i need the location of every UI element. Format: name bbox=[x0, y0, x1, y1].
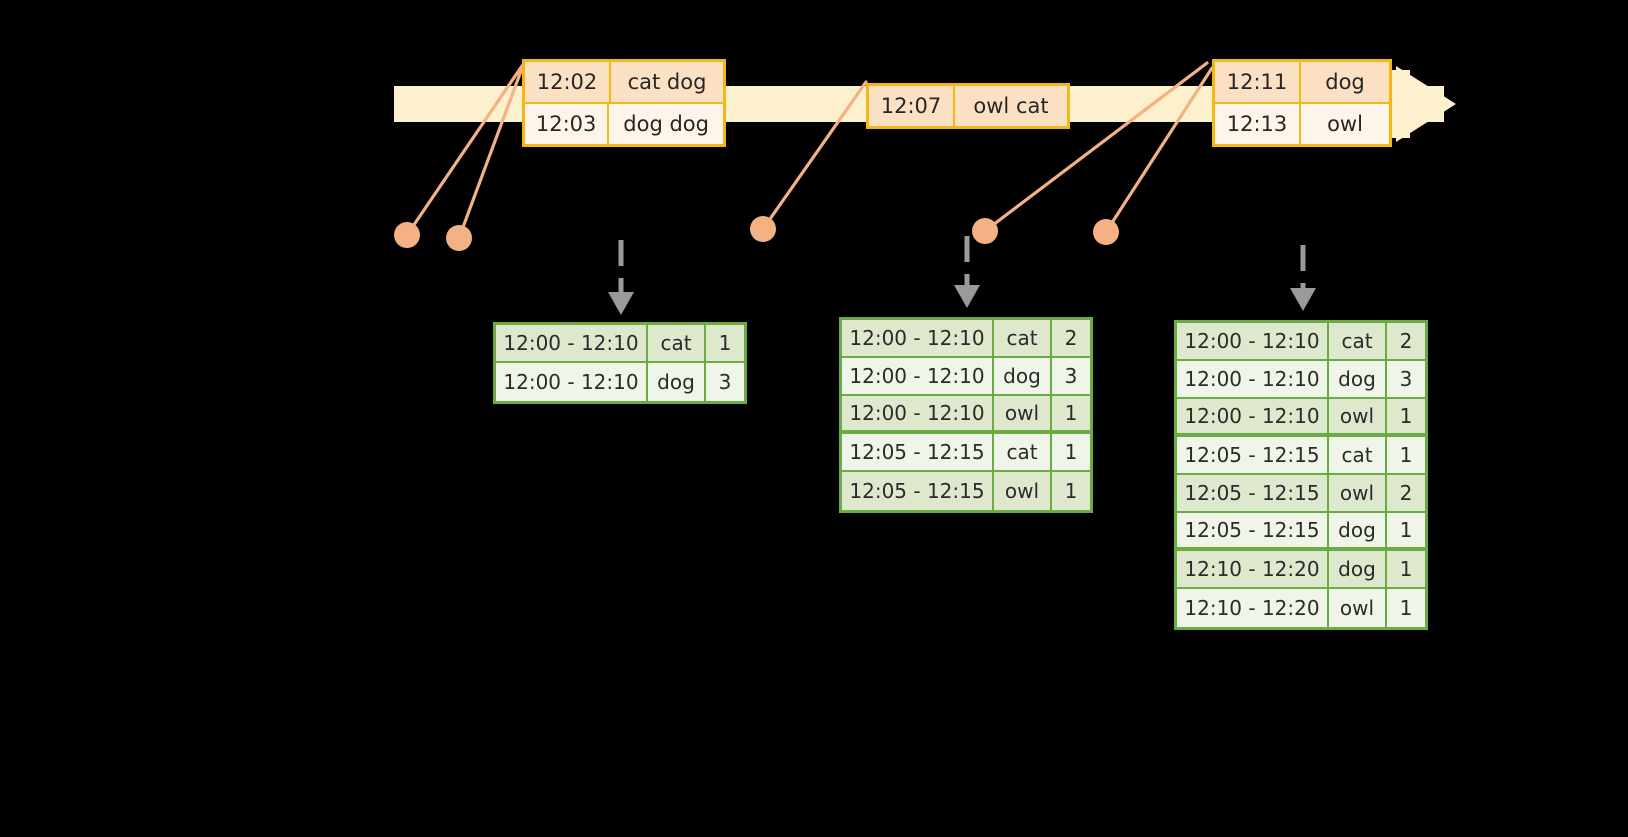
cell-word: dog bbox=[994, 358, 1052, 394]
event-row[interactable]: 12:13 owl bbox=[1215, 102, 1389, 144]
cell-word: owl bbox=[994, 396, 1052, 430]
cell-window: 12:05 - 12:15 bbox=[1177, 513, 1329, 547]
event-row[interactable]: 12:03 dog dog bbox=[525, 102, 723, 144]
cell-window: 12:10 - 12:20 bbox=[1177, 589, 1329, 627]
connector-line-5 bbox=[1104, 66, 1214, 234]
cell-count: 1 bbox=[1387, 551, 1425, 587]
dashed-arrow-1 bbox=[608, 240, 634, 315]
event-row[interactable]: 12:07 owl cat bbox=[869, 86, 1067, 126]
event-time: 12:03 bbox=[525, 104, 610, 144]
event-words: owl cat bbox=[955, 86, 1067, 126]
cell-window: 12:00 - 12:10 bbox=[1177, 361, 1329, 397]
event-group-1[interactable]: 12:02 cat dog 12:03 dog dog bbox=[522, 59, 726, 147]
connector-line-2 bbox=[457, 61, 526, 240]
event-words: cat dog bbox=[611, 62, 723, 102]
stream-dot[interactable] bbox=[972, 218, 998, 244]
cell-count: 1 bbox=[706, 325, 744, 361]
cell-window: 12:10 - 12:20 bbox=[1177, 551, 1329, 587]
cell-count: 2 bbox=[1387, 323, 1425, 359]
cell-count: 1 bbox=[1052, 396, 1090, 430]
event-time: 12:11 bbox=[1215, 62, 1301, 102]
event-words: owl bbox=[1301, 104, 1389, 144]
cell-word: owl bbox=[1329, 475, 1387, 511]
stream-dot[interactable] bbox=[1093, 219, 1119, 245]
cell-count: 3 bbox=[1052, 358, 1090, 394]
cell-word: owl bbox=[1329, 589, 1387, 627]
event-group-2[interactable]: 12:07 owl cat bbox=[866, 83, 1070, 129]
cell-count: 2 bbox=[1052, 320, 1090, 356]
cell-word: cat bbox=[1329, 323, 1387, 359]
stream-dot[interactable] bbox=[750, 216, 776, 242]
connector-line-3 bbox=[761, 80, 868, 231]
cell-count: 1 bbox=[1387, 589, 1425, 627]
event-group-3[interactable]: 12:11 dog 12:13 owl bbox=[1212, 59, 1392, 147]
event-row[interactable]: 12:11 dog bbox=[1215, 62, 1389, 102]
cell-window: 12:00 - 12:10 bbox=[842, 396, 994, 430]
cell-window: 12:00 - 12:10 bbox=[842, 320, 994, 356]
stream-dot[interactable] bbox=[446, 225, 472, 251]
cell-word: owl bbox=[1329, 399, 1387, 433]
cell-window: 12:00 - 12:10 bbox=[1177, 323, 1329, 359]
cell-count: 1 bbox=[1052, 434, 1090, 470]
cell-count: 3 bbox=[706, 363, 744, 401]
cell-word: dog bbox=[1329, 361, 1387, 397]
cell-word: cat bbox=[648, 325, 706, 361]
cell-window: 12:05 - 12:15 bbox=[1177, 475, 1329, 511]
cell-word: cat bbox=[994, 434, 1052, 470]
event-words: dog dog bbox=[609, 104, 723, 144]
event-words: dog bbox=[1301, 62, 1389, 102]
event-time: 12:07 bbox=[869, 86, 955, 126]
cell-word: owl bbox=[994, 472, 1052, 510]
cell-window: 12:00 - 12:10 bbox=[842, 358, 994, 394]
cell-window: 12:00 - 12:10 bbox=[496, 363, 648, 401]
cell-word: dog bbox=[1329, 551, 1387, 587]
dashed-arrow-2 bbox=[954, 236, 980, 308]
event-time: 12:02 bbox=[525, 62, 611, 102]
cell-count: 1 bbox=[1387, 513, 1425, 547]
cell-window: 12:00 - 12:10 bbox=[1177, 399, 1329, 433]
cell-window: 12:00 - 12:10 bbox=[496, 325, 648, 361]
cell-count: 1 bbox=[1052, 472, 1090, 510]
cell-window: 12:05 - 12:15 bbox=[842, 472, 994, 510]
dashed-arrows bbox=[608, 236, 1316, 315]
cell-count: 1 bbox=[1387, 399, 1425, 433]
connector-line-1 bbox=[405, 61, 526, 237]
event-row[interactable]: 12:02 cat dog bbox=[525, 62, 723, 102]
cell-count: 1 bbox=[1387, 437, 1425, 473]
stream-dot[interactable] bbox=[394, 222, 420, 248]
cell-word: cat bbox=[994, 320, 1052, 356]
cell-word: dog bbox=[648, 363, 706, 401]
cell-count: 2 bbox=[1387, 475, 1425, 511]
cell-word: dog bbox=[1329, 513, 1387, 547]
dashed-arrow-3 bbox=[1290, 245, 1316, 311]
event-time: 12:13 bbox=[1215, 104, 1301, 144]
cell-window: 12:05 - 12:15 bbox=[842, 434, 994, 470]
cell-window: 12:05 - 12:15 bbox=[1177, 437, 1329, 473]
cell-count: 3 bbox=[1387, 361, 1425, 397]
cell-word: cat bbox=[1329, 437, 1387, 473]
